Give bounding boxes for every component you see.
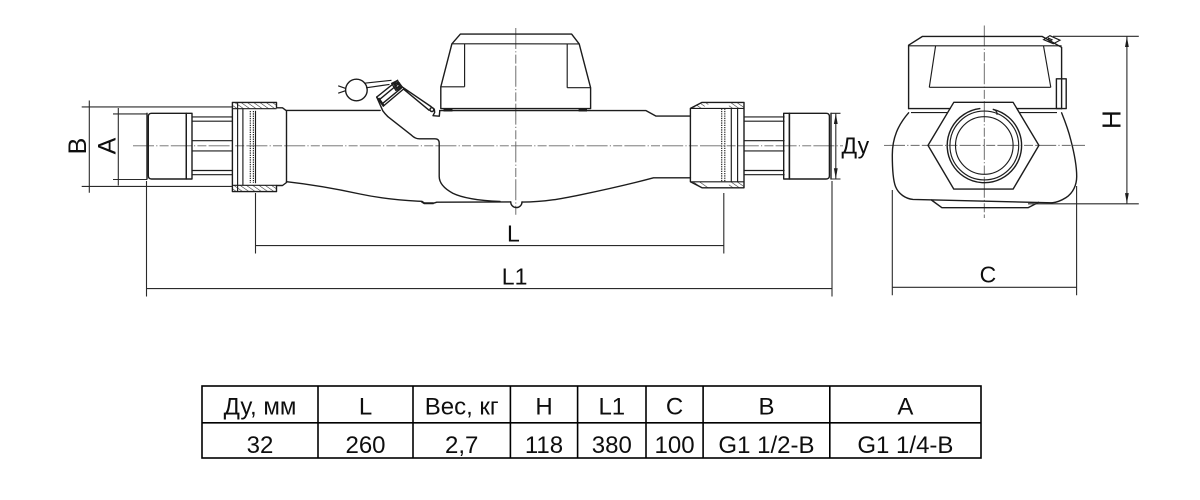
svg-text:100: 100 [655, 432, 695, 459]
svg-text:L: L [507, 221, 520, 247]
svg-text:H: H [535, 393, 552, 420]
svg-text:260: 260 [345, 432, 385, 459]
svg-text:B: B [758, 393, 774, 420]
svg-text:G1 1/2-B: G1 1/2-B [718, 432, 814, 459]
svg-text:L: L [359, 393, 372, 420]
svg-text:Ду, мм: Ду, мм [224, 393, 297, 420]
svg-text:C: C [666, 393, 683, 420]
svg-text:118: 118 [525, 432, 563, 459]
svg-text:32: 32 [247, 432, 274, 459]
svg-text:A: A [897, 393, 913, 420]
svg-text:A: A [93, 137, 121, 154]
svg-text:L1: L1 [502, 263, 528, 289]
svg-text:Вес, кг: Вес, кг [425, 393, 499, 420]
svg-text:380: 380 [592, 432, 632, 459]
svg-text:2,7: 2,7 [445, 432, 478, 459]
svg-text:L1: L1 [598, 393, 625, 420]
svg-text:B: B [64, 138, 92, 155]
svg-text:Ду: Ду [842, 133, 870, 159]
svg-text:G1 1/4-B: G1 1/4-B [857, 432, 953, 459]
svg-text:C: C [980, 262, 997, 288]
svg-text:H: H [1097, 110, 1127, 129]
